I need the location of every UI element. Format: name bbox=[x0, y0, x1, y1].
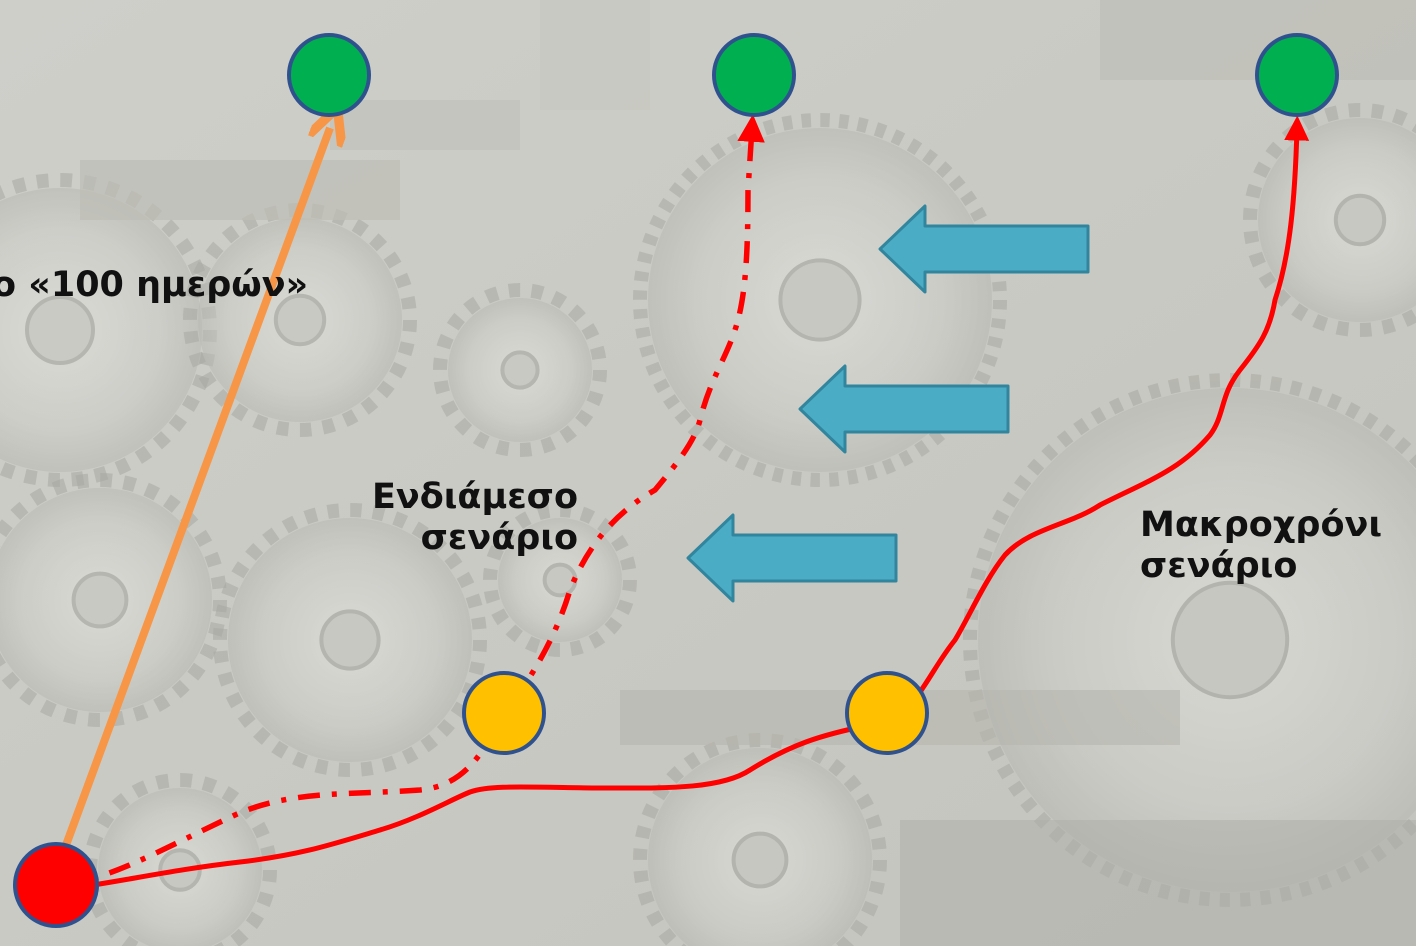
intermediate-label-line1: Ενδιάμεσο bbox=[371, 477, 578, 517]
intermediate-label-line2: σενάριο bbox=[420, 518, 578, 559]
short-term-arrow bbox=[51, 128, 330, 877]
long-term-scenario-label: Μακροχρόνι σενάριο bbox=[1140, 505, 1382, 588]
left-arrow-icon bbox=[798, 364, 1010, 454]
long-term-label-line2: σενάριο bbox=[1140, 546, 1298, 587]
short-term-label: ο «100 ημερών» bbox=[0, 265, 308, 306]
goal-node-intermediate bbox=[712, 33, 796, 117]
long-term-scenario-path bbox=[59, 115, 1310, 893]
goal-node-long-term bbox=[1255, 33, 1339, 117]
milestone-node-long-term bbox=[845, 671, 929, 755]
goal-node-short-term bbox=[287, 33, 371, 117]
intermediate-scenario-label: Ενδιάμεσο σενάριο bbox=[338, 477, 578, 560]
start-node bbox=[13, 842, 99, 928]
left-arrow-icon bbox=[878, 204, 1090, 294]
intermediate-scenario-path bbox=[59, 114, 765, 888]
milestone-node-intermediate bbox=[462, 671, 546, 755]
short-term-label-text: ο «100 ημερών» bbox=[0, 265, 309, 305]
left-arrow-icon bbox=[686, 513, 898, 603]
long-term-label-line1: Μακροχρόνι bbox=[1140, 505, 1382, 545]
